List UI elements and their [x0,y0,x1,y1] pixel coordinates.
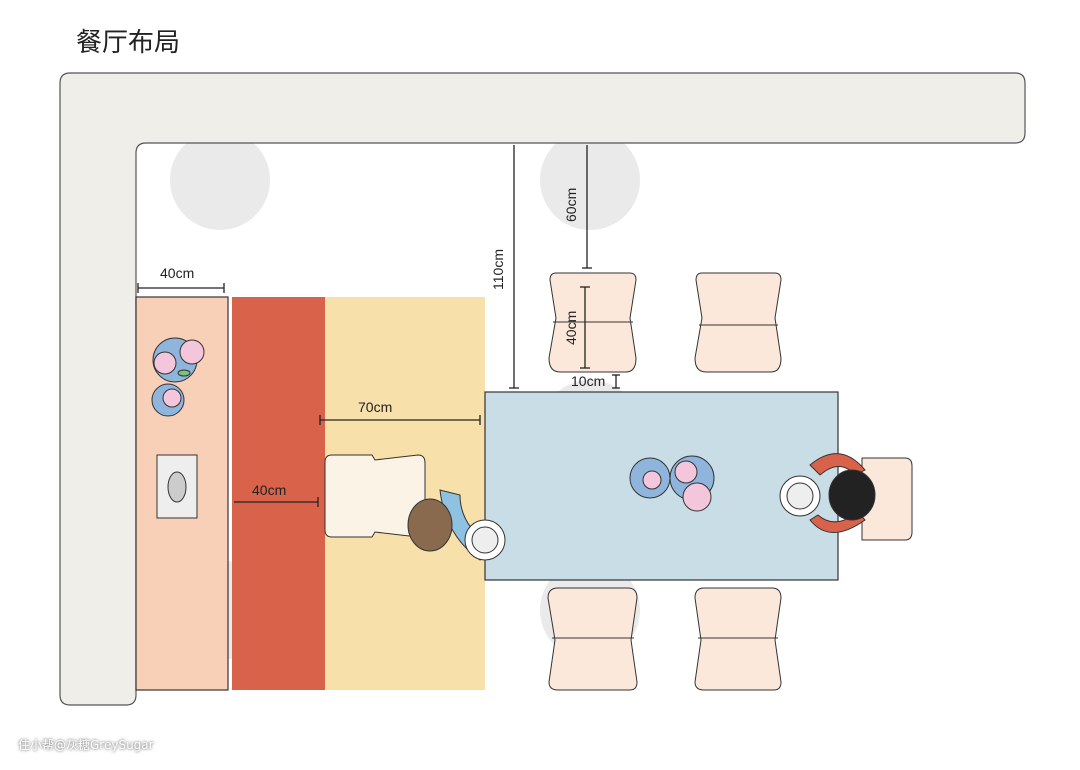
centerpiece-flower-icon [629,455,715,512]
dimension-lines [137,145,620,507]
bowl [167,471,187,503]
chair-bottom-right [694,587,782,691]
person-right-icon [779,453,876,533]
footer-watermark: 住小帮@灰糖GreySugar [18,738,154,752]
flower-vase-icon [151,337,205,417]
label-chair-depth: 40cm [563,311,579,345]
label-wall-to-table: 110cm [490,249,506,290]
label-aisle-width: 40cm [252,482,286,498]
rug-aisle [232,297,325,690]
chair-top-left [548,272,637,373]
chair-right [861,457,913,541]
page-title: 餐厅布局 [76,28,181,58]
dining-table [484,391,839,581]
label-wall-to-chair: 60cm [563,188,579,222]
label-chair-pullout: 70cm [358,399,392,415]
wall [59,72,1026,706]
chair-bottom-left [547,587,638,691]
label-sideboard-width: 40cm [160,265,194,281]
label-chair-gap: 10cm [571,373,605,389]
person-left-icon [407,489,506,561]
chair-top-right [694,272,782,373]
